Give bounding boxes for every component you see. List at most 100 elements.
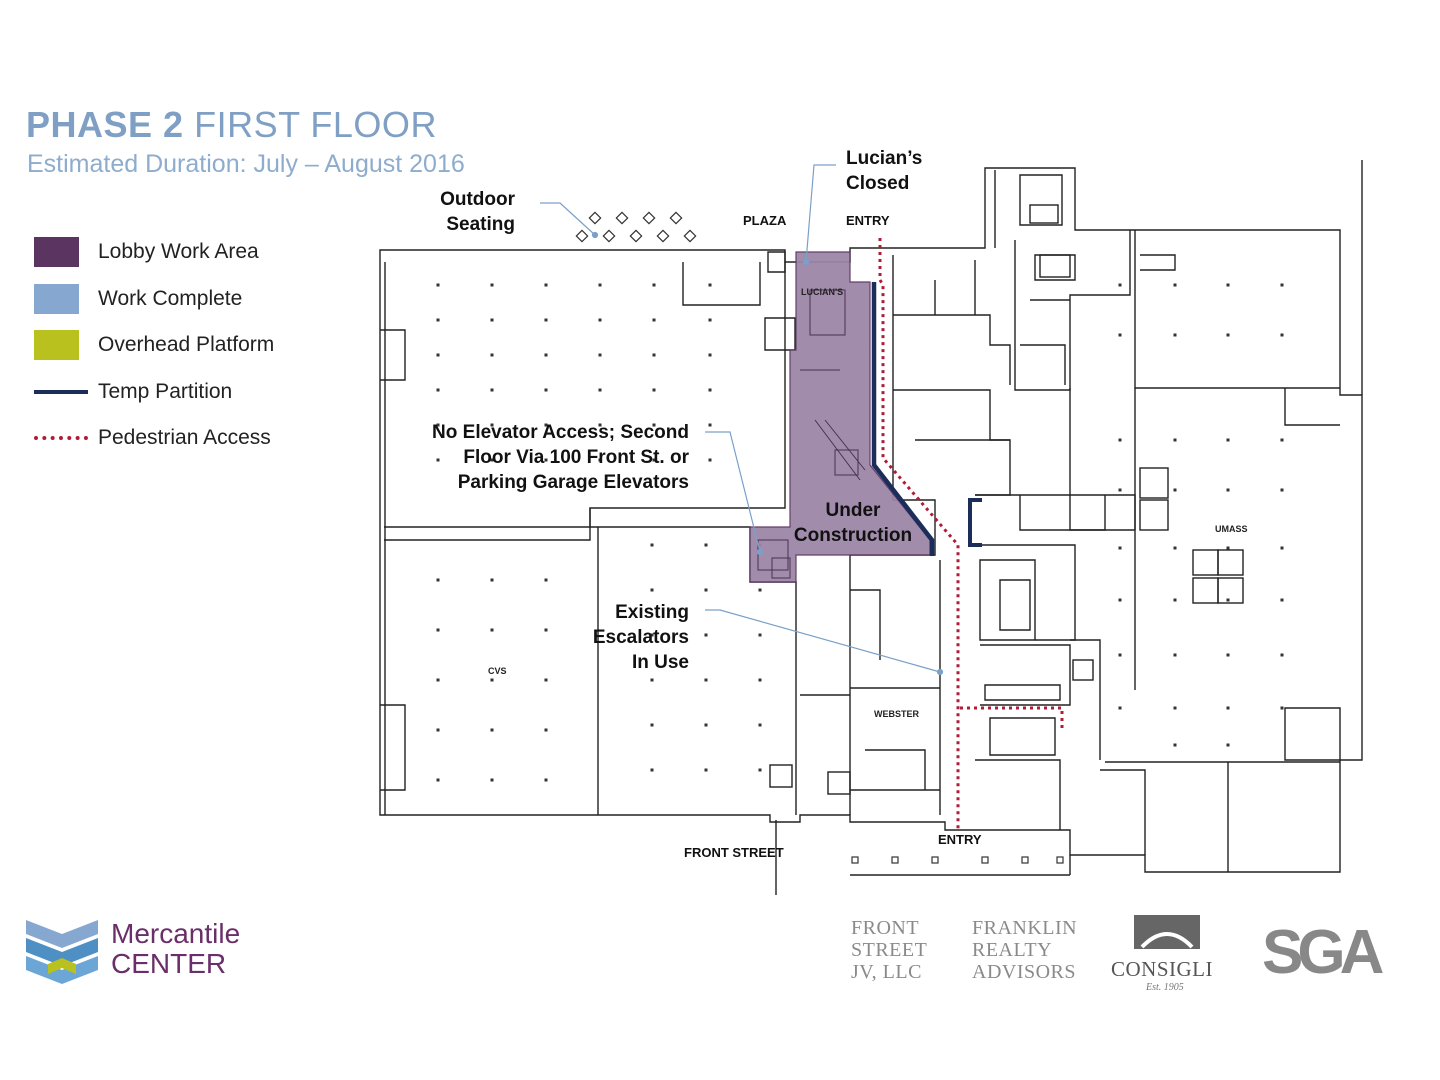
column-marker: [1118, 438, 1122, 442]
column-marker: [652, 318, 656, 322]
column-marker: [1226, 653, 1230, 657]
logo-line: STREET: [851, 939, 928, 961]
column-marker: [1173, 333, 1177, 337]
seating-table-icon: [615, 211, 629, 225]
street-bollard-icon: [1056, 856, 1064, 864]
column-marker: [708, 423, 712, 427]
lobby-work-area: [749, 251, 931, 583]
street-bollard-icon: [931, 856, 939, 864]
outdoor-seating-callout: Outdoor Seating: [425, 187, 515, 237]
column-marker: [1118, 706, 1122, 710]
column-marker: [544, 388, 548, 392]
column-marker: [708, 283, 712, 287]
legend-label: Lobby Work Area: [98, 240, 259, 263]
wall: [682, 262, 761, 306]
temp-partition-line: [34, 390, 88, 394]
consigli-logo-text: CONSIGLI: [1111, 957, 1213, 981]
column-marker: [598, 458, 602, 462]
column-marker: [1226, 598, 1230, 602]
wall: [994, 170, 1063, 248]
column-marker: [652, 353, 656, 357]
legend-item-temp-partition: Temp Partition: [34, 377, 232, 407]
lucians-closed-callout: Lucian’s Closed: [846, 146, 922, 196]
front-street-jv-logo: FRONT STREET JV, LLC: [851, 917, 927, 983]
title-light: FIRST FLOOR: [194, 104, 437, 145]
wall: [1217, 577, 1244, 604]
column-marker: [436, 628, 440, 632]
franklin-realty-logo: FRANKLIN REALTY ADVISORS: [972, 917, 1077, 983]
column-marker: [1280, 653, 1284, 657]
callout-line: Closed: [846, 173, 910, 194]
legend-item-overhead-platform: Overhead Platform: [34, 330, 274, 360]
pedestrian-access-dots: [34, 436, 88, 440]
mercantile-center-logo: Mercantile CENTER: [111, 919, 240, 979]
sga-logo: SGA: [1262, 918, 1384, 987]
callout-line: Escalators: [592, 627, 689, 648]
column-marker: [652, 283, 656, 287]
street-markers: [851, 856, 1064, 864]
wall: [1284, 388, 1340, 426]
column-marker: [490, 458, 494, 462]
column-marker: [544, 318, 548, 322]
column-marker: [650, 768, 654, 772]
column-marker: [544, 458, 548, 462]
mercantile-logo-line: CENTER: [111, 948, 227, 979]
column-marker: [1118, 488, 1122, 492]
column-marker: [1280, 333, 1284, 337]
page-subtitle: Estimated Duration: July – August 2016: [27, 150, 465, 178]
column-marker: [490, 388, 494, 392]
column-marker: [650, 633, 654, 637]
logo-line: FRONT: [851, 917, 920, 939]
column-marker: [490, 678, 494, 682]
wall: [1069, 388, 1135, 531]
logo-line: FRANKLIN: [972, 917, 1078, 939]
wall: [865, 749, 926, 790]
column-marker: [1173, 546, 1177, 550]
column-marker: [758, 633, 762, 637]
under-construction-callout: Under Construction: [786, 498, 920, 548]
column-marker: [544, 578, 548, 582]
column-marker: [490, 778, 494, 782]
column-marker: [704, 543, 708, 547]
column-marker: [1173, 283, 1177, 287]
wall: [1039, 254, 1071, 278]
column-marker: [1226, 546, 1230, 550]
column-marker: [436, 318, 440, 322]
column-marker: [490, 318, 494, 322]
callout-line: Seating: [446, 214, 515, 235]
plaza-label: PLAZA: [743, 213, 787, 228]
column-marker: [544, 353, 548, 357]
wall: [989, 717, 1056, 756]
column-marker: [1280, 706, 1284, 710]
column-marker: [1173, 743, 1177, 747]
column-marker: [544, 283, 548, 287]
no-elevator-callout: No Elevator Access; Second Floor Via 100…: [405, 420, 689, 495]
column-marker: [490, 728, 494, 732]
column-marker: [544, 778, 548, 782]
column-marker: [1280, 438, 1284, 442]
column-marker: [490, 628, 494, 632]
wall: [1139, 499, 1169, 531]
callout-line: Existing: [615, 602, 689, 623]
column-marker: [1173, 438, 1177, 442]
callout-line: Floor Via 100 Front St. or: [463, 447, 689, 468]
mercantile-logo-line: Mercantile: [111, 918, 241, 949]
callout-line: Under: [825, 500, 881, 521]
column-marker: [544, 423, 548, 427]
column-marker: [650, 543, 654, 547]
column-marker: [490, 578, 494, 582]
column-marker: [436, 283, 440, 287]
callout-line: Lucian’s: [846, 148, 923, 169]
column-marker: [436, 353, 440, 357]
column-marker: [650, 588, 654, 592]
wall: [893, 389, 1010, 441]
temp-partition: [871, 282, 935, 556]
building-outline: [379, 167, 1363, 873]
column-marker: [1226, 333, 1230, 337]
column-marker: [1173, 653, 1177, 657]
column-marker: [1118, 333, 1122, 337]
legend-label: Pedestrian Access: [98, 426, 271, 449]
seating-table-icon: [683, 229, 697, 243]
wall: [1139, 467, 1169, 499]
